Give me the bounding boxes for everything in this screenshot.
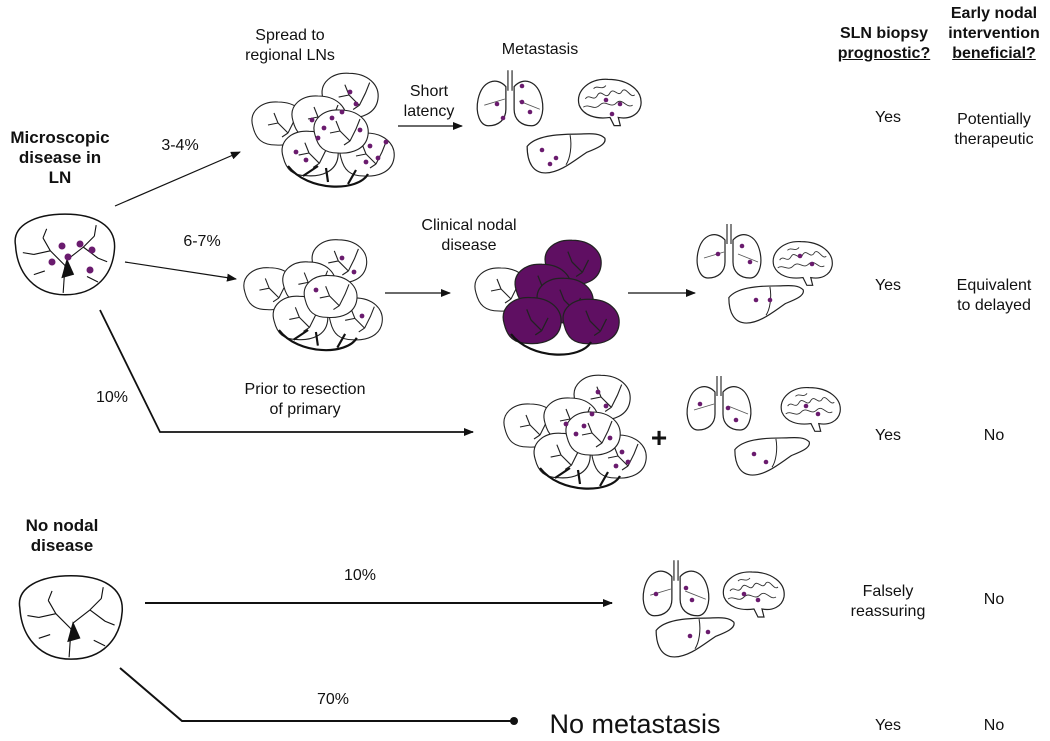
early-value-row-5: No (983, 717, 1005, 734)
organs-no-nodal (642, 559, 785, 658)
short-latency-label: Short latency (394, 82, 464, 122)
organs-short-latency (476, 69, 642, 174)
primary-tumor-micro (14, 213, 116, 296)
lymph-node-cluster-short (252, 73, 394, 186)
none-line-2: disease (30, 536, 94, 555)
lymph-node-cluster-clinical (475, 240, 619, 354)
flow-arrows (99, 122, 696, 725)
early-value-row-4: No (983, 591, 1005, 608)
none-line-1: No nodal (25, 516, 99, 535)
early-value-row-2: Equivalent to delayed (944, 276, 1044, 316)
no-nodal-disease-label: No nodal disease (6, 516, 118, 556)
sln-biopsy-header: SLN biopsy prognostic? (830, 24, 938, 64)
micro-line-3: LN (48, 168, 72, 187)
sln-row-4-line-1: Falsely (862, 583, 914, 600)
pct-no-nodal-metastasis: 10% (343, 567, 377, 584)
pct-no-metastasis: 70% (316, 691, 350, 708)
microscopic-disease-label: Microscopic disease in LN (0, 128, 120, 188)
early-row-1-line-1: Potentially (957, 111, 1031, 128)
prior-resection-label: Prior to resection of primary (230, 380, 380, 420)
metastasis-label: Metastasis (501, 41, 579, 58)
prior-line-1: Prior to resection (244, 381, 366, 398)
arrow-to-spread (114, 151, 241, 207)
sln-value-row-3: Yes (874, 427, 902, 444)
sln-header-line-2: prognostic? (837, 45, 931, 62)
pct-short-latency: 3-4% (161, 137, 199, 154)
micro-line-2: disease in (18, 148, 102, 167)
early-header-line-1: Early nodal (950, 5, 1038, 22)
pct-delayed: 6-7% (183, 233, 221, 250)
line-end-dot (510, 717, 518, 725)
early-value-row-1: Potentially therapeutic (944, 110, 1044, 150)
sln-row-4-line-2: reassuring (850, 603, 926, 620)
sln-header-line-1: SLN biopsy (839, 25, 928, 42)
early-header-line-3: beneficial? (952, 45, 1036, 62)
spread-line-1: Spread to (255, 27, 325, 44)
sln-value-row-5: Yes (874, 717, 902, 734)
prior-line-2: of primary (269, 401, 341, 418)
early-value-row-3: No (983, 427, 1005, 444)
spread-line-2: regional LNs (245, 47, 335, 64)
pct-prior-resection: 10% (95, 389, 129, 406)
early-row-2-line-2: to delayed (957, 297, 1031, 314)
short-line-2: latency (403, 103, 455, 120)
lymph-node-cluster-intermediate (244, 240, 382, 350)
no-metastasis-label: No metastasis (549, 709, 721, 739)
early-row-1-line-2: therapeutic (954, 131, 1034, 148)
organs-delayed (696, 223, 833, 324)
organs-prior (686, 375, 841, 476)
short-line-1: Short (409, 83, 449, 100)
sln-value-row-1: Yes (874, 109, 902, 126)
clinical-nodal-label: Clinical nodal disease (414, 216, 524, 256)
sln-value-row-2: Yes (874, 277, 902, 294)
plus-sign: + (650, 422, 668, 453)
line-no-metastasis (119, 667, 513, 722)
arrow-to-regional (124, 261, 237, 282)
sln-value-row-4: Falsely reassuring (840, 582, 936, 622)
clinical-line-2: disease (441, 237, 497, 254)
early-intervention-header: Early nodal intervention beneficial? (940, 4, 1048, 64)
micro-line-1: Microscopic (10, 128, 110, 147)
spread-regional-label: Spread to regional LNs (240, 26, 340, 66)
lymph-node-cluster-prior (504, 375, 646, 488)
early-header-line-2: intervention (948, 25, 1040, 42)
primary-tumor-none (18, 575, 124, 660)
arrow-prior-resection (99, 309, 474, 436)
early-row-2-line-1: Equivalent (956, 277, 1032, 294)
clinical-line-1: Clinical nodal (421, 217, 517, 234)
